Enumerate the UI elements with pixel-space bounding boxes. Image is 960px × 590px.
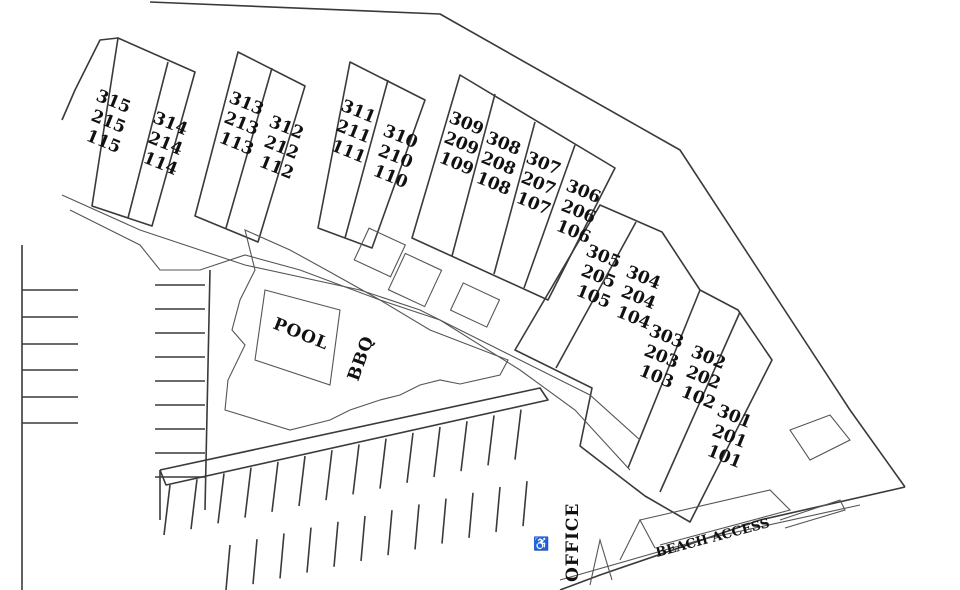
parking-stall-line (441, 498, 447, 544)
parking-stall-line (325, 450, 333, 501)
site-plan-lines (21, 1, 906, 590)
parking-stall-line (468, 492, 474, 538)
building-313-312 (194, 51, 306, 243)
property-line (149, 1, 906, 488)
parking-stall-line (244, 467, 252, 518)
beach-access-structure (789, 414, 851, 461)
parking-stall-line (487, 415, 495, 466)
pool (254, 289, 341, 386)
parking-stall-line (163, 484, 171, 536)
office-label: OFFICE (563, 503, 583, 582)
building-311-310 (317, 61, 426, 249)
building-315-314 (91, 37, 196, 227)
parking-stall-line (252, 539, 258, 585)
parking-stalls-bottom (163, 409, 528, 590)
parking-stall-line (433, 426, 441, 478)
parking-stall-line (406, 432, 414, 483)
pool-deck (224, 229, 509, 431)
parking-stall-line (333, 521, 339, 567)
walkway (61, 194, 641, 441)
parking-stall-line (352, 444, 360, 495)
parking-island (159, 387, 549, 486)
parking-stall-line (360, 515, 366, 562)
parking-stall-line (514, 409, 522, 460)
road-edge (559, 486, 906, 590)
parking-stall-line (217, 473, 225, 524)
parking-stalls-left (22, 289, 78, 424)
parking-stall-line (460, 421, 468, 472)
beach-access-label: BEACH ACCESS (654, 516, 771, 561)
parking-stall-line (279, 533, 285, 579)
building-305-301 (514, 204, 773, 523)
parking-stall-line (271, 461, 279, 512)
road-edge-inner (559, 504, 861, 581)
parking-stall-line (225, 544, 231, 590)
parking-stall-line (495, 486, 501, 533)
unit-labels: 3152151153142141143132131133122121123112… (83, 86, 754, 473)
parking-stall-line (190, 479, 198, 530)
parking-stall-line (379, 438, 387, 489)
pool-label: POOL (270, 314, 332, 354)
parking-stall-line (414, 504, 420, 550)
bbq-label: BBQ (344, 333, 379, 384)
parking-stall-line (522, 481, 528, 527)
building-309-306 (411, 74, 616, 301)
parking-stall-line (306, 527, 312, 573)
parking-stall-line (387, 510, 393, 556)
accessibility-icon: ♿ (533, 536, 549, 552)
beach-access-path (639, 489, 792, 546)
parking-stall-line (298, 455, 306, 507)
parking-stalls-middle (155, 284, 205, 478)
